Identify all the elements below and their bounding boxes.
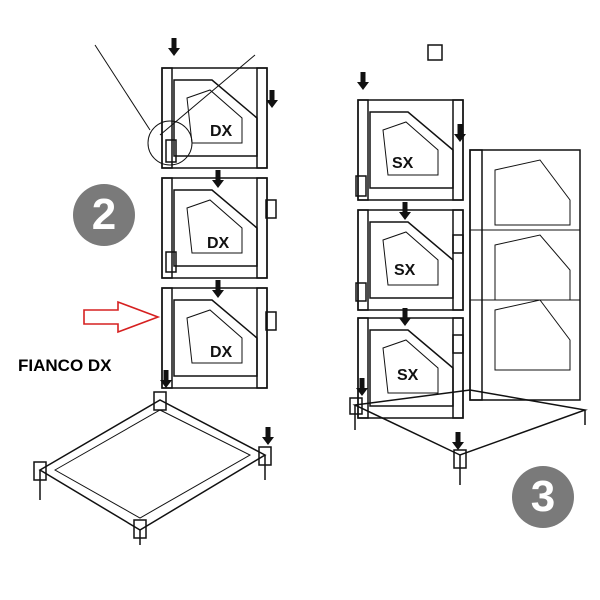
step-3-badge: 3	[512, 466, 574, 528]
connector-peg	[355, 175, 367, 197]
left-panel-2	[161, 177, 268, 279]
connector-peg	[265, 311, 277, 331]
panel-label-dx: DX	[210, 344, 233, 361]
down-arrow-icon	[266, 90, 278, 108]
right-base	[349, 389, 588, 485]
down-arrow-icon	[452, 432, 464, 450]
down-arrow-icon	[168, 38, 180, 56]
connector-peg	[265, 199, 277, 219]
left-panel-3	[161, 287, 268, 389]
down-arrow-icon	[212, 280, 224, 298]
connector-peg	[165, 139, 177, 163]
pointer-arrow-icon	[83, 300, 161, 334]
down-arrow-icon	[212, 170, 224, 188]
panel-label-dx: DX	[210, 123, 233, 140]
panel-label-sx: SX	[392, 155, 414, 172]
right-frame	[427, 44, 581, 401]
step-2-badge: 2	[73, 184, 135, 246]
connector-peg	[452, 234, 464, 254]
leader-line	[94, 44, 151, 131]
connector-peg	[165, 251, 177, 273]
connector-peg	[355, 282, 367, 302]
top-post	[427, 44, 443, 61]
down-arrow-icon	[357, 72, 369, 90]
connector-peg	[452, 334, 464, 354]
panel-label-dx: DX	[207, 235, 230, 252]
right-panel-1	[357, 99, 464, 201]
right-panel-2	[357, 209, 464, 311]
left-base	[33, 391, 272, 545]
panel-label-sx: SX	[397, 367, 419, 384]
down-arrow-icon	[262, 427, 274, 445]
down-arrow-icon	[399, 202, 411, 220]
left-panel-1	[161, 67, 268, 169]
panel-label-sx: SX	[394, 262, 416, 279]
down-arrow-icon	[454, 124, 466, 142]
side-label: FIANCO DX	[18, 356, 112, 375]
detail-circle	[147, 120, 193, 166]
